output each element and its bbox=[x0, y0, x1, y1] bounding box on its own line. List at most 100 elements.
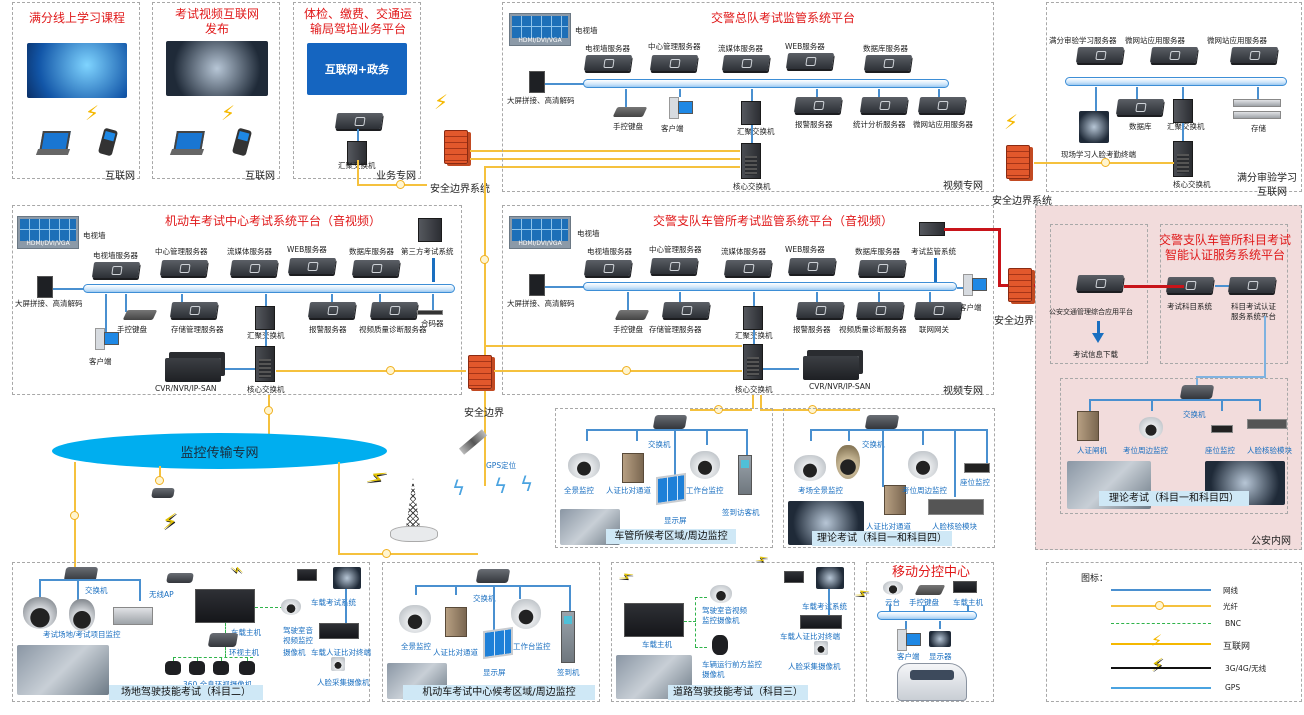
center-network-bus bbox=[83, 284, 455, 293]
statistics-server-icon bbox=[859, 97, 909, 113]
client-pc-icon bbox=[897, 629, 921, 651]
vehicle-system-label: 车载考试系统 bbox=[802, 602, 847, 611]
server-label: 电视墙服务器 bbox=[587, 247, 632, 256]
mobile-phone-icon bbox=[231, 127, 253, 157]
client-pc-icon bbox=[963, 274, 987, 296]
field-exam-panel: 交换机 考试场地/考试项目监控 无线AP ⚡ 车载主机 驾驶室音 视频监控 摄像… bbox=[12, 562, 371, 702]
video-publish-panel: 考试视频互联网 发布 ⚡ 互联网 bbox=[152, 2, 280, 182]
id-channel-gate-icon bbox=[622, 453, 644, 483]
face-camera-label: 人脸采集摄像机 bbox=[317, 678, 370, 687]
legend-label: BNC bbox=[1225, 619, 1241, 628]
full-score-network-1: 满分审验学习 bbox=[1237, 173, 1297, 184]
gps-label: GPS定位 bbox=[486, 461, 517, 470]
legend-label: 互联网 bbox=[1223, 642, 1251, 652]
video-publish-title-1: 考试视频互联网 bbox=[174, 7, 259, 21]
switch-label: 交换机 bbox=[85, 586, 108, 595]
exam-subject-label: 考试科目系统 bbox=[1167, 302, 1212, 311]
security-boundary-label: 安全边界 bbox=[464, 408, 504, 419]
device-label: 考位周边监控 bbox=[902, 486, 947, 495]
video-network-label: 视频专网 bbox=[943, 181, 983, 192]
aggregation-switch-icon bbox=[1173, 99, 1193, 123]
client-pc-icon bbox=[95, 328, 119, 350]
device-label: 人证比对通道 bbox=[433, 648, 478, 657]
device-label: 人证比对通道 bbox=[606, 486, 651, 495]
fiber-node-icon bbox=[155, 476, 164, 485]
comprehensive-platform-box: 公安交通管理综合应用平台 考试信息下载 bbox=[1049, 224, 1148, 364]
device-label: 签到机 bbox=[557, 668, 580, 677]
client-label: 客户端 bbox=[959, 303, 982, 312]
storage-management-server-icon bbox=[661, 302, 711, 318]
vehicle-exam-unit-icon bbox=[297, 569, 317, 581]
gps-signal-icon: ϟ bbox=[520, 472, 534, 496]
fiber-node-icon bbox=[396, 180, 405, 189]
id-channel-gate-icon bbox=[445, 607, 467, 637]
cabin-camera-icon bbox=[281, 599, 301, 615]
tv-wall-caption: HDMI/DVI/VGA bbox=[26, 240, 70, 247]
device-label: 车载主机 bbox=[953, 598, 983, 607]
web-server-icon bbox=[287, 258, 337, 274]
cabin-camera-label-2: 视频监控 bbox=[283, 636, 313, 645]
vehicle-host-icon bbox=[624, 603, 684, 637]
server-label: 数据库服务器 bbox=[855, 247, 900, 256]
online-course-title: 满分线上学习课程 bbox=[28, 11, 125, 25]
dome-camera-icon bbox=[1139, 417, 1163, 439]
switch-label: 交换机 bbox=[1183, 410, 1206, 419]
switch-icon bbox=[475, 569, 511, 583]
tv-wall-caption: HDMI/DVI/VGA bbox=[518, 240, 562, 247]
fiber-node-icon bbox=[714, 405, 723, 414]
hq-platform-title: 交警总队考试监管系统平台 bbox=[710, 11, 855, 25]
auth-title-1: 交警支队车管所科目考试 bbox=[1158, 233, 1291, 247]
device-label: 全景监控 bbox=[401, 642, 431, 651]
switch-icon bbox=[864, 415, 900, 429]
device-label: 人证比对通道 bbox=[866, 522, 911, 531]
security-boundary-label: 安全边界系统 bbox=[992, 196, 1052, 207]
bidirectional-arrow-icon bbox=[934, 258, 937, 282]
check-in-kiosk-icon bbox=[738, 455, 752, 495]
aggregation-switch-icon bbox=[743, 306, 763, 330]
legend-gps-line bbox=[1111, 687, 1211, 689]
encoder-icon bbox=[417, 310, 443, 315]
fiber-node-icon bbox=[1155, 601, 1164, 610]
internet-bolt-icon: ⚡ bbox=[221, 101, 236, 125]
internet-label: 互联网 bbox=[105, 171, 135, 182]
download-arrowhead-icon bbox=[1092, 333, 1104, 343]
device-label: 全景监控 bbox=[564, 486, 594, 495]
legend-wireless-bolt-icon: ⚡ bbox=[1151, 655, 1164, 676]
branch-network-bus bbox=[583, 282, 957, 291]
server-label: 微网站应用服务器 bbox=[913, 120, 973, 129]
video-diagnosis-server-icon bbox=[855, 302, 905, 318]
fiber-node-icon bbox=[480, 255, 489, 264]
legend-internet-line bbox=[1111, 643, 1211, 645]
storage-management-server-icon bbox=[169, 302, 219, 318]
box-camera-icon bbox=[113, 607, 153, 625]
server-label: 流媒体服务器 bbox=[721, 247, 766, 256]
video-publish-title-2: 发布 bbox=[204, 22, 229, 36]
tv-wall-label: 电视墙 bbox=[577, 229, 600, 238]
database-server-icon bbox=[351, 260, 401, 276]
aggregation-switch-label: 汇聚交换机 bbox=[737, 127, 775, 136]
theory-exam-panel: 交换机 考场全景监控 人证比对通道 考位周边监控 座位监控 人脸核验模块 理论考… bbox=[783, 408, 995, 548]
exam-supervision-label: 考试监管系统 bbox=[911, 247, 956, 256]
bidirectional-arrow-icon bbox=[432, 258, 435, 282]
monitor-icon bbox=[929, 631, 951, 647]
business-title-1: 体检、缴费、交通运 bbox=[303, 7, 412, 21]
tv-wall-label: 电视墙 bbox=[83, 231, 106, 240]
waiting-area-panel: 交换机 全景监控 人证比对通道 显示屏 工作台监控 签到访客机 车管所候考区域/… bbox=[555, 408, 773, 548]
road-exam-caption: 道路驾驶技能考试（科目三） bbox=[668, 685, 808, 700]
server-label: 统计分析服务器 bbox=[853, 120, 906, 129]
full-score-panel: 满分审验学习服务器 微网站应用服务器 微网站应用服务器 现场学习人脸考勤终端 数… bbox=[1046, 2, 1302, 198]
internet-gov-banner: 互联网+政务 bbox=[307, 43, 407, 95]
storage-label: 存储 bbox=[1251, 124, 1266, 133]
device-label: 座位监控 bbox=[1205, 446, 1235, 455]
aggregation-switch-label: 汇聚交换机 bbox=[1167, 122, 1205, 131]
server-label: 微网站应用服务器 bbox=[1125, 36, 1185, 45]
core-switch-icon bbox=[743, 344, 763, 380]
legend-label: 光纤 bbox=[1223, 602, 1238, 611]
cabin-camera-label-1: 驾驶室音 bbox=[283, 626, 313, 635]
server-label: 存储管理服务器 bbox=[171, 325, 224, 334]
bullet-camera-icon bbox=[964, 463, 990, 473]
mobile-phone-icon bbox=[97, 127, 119, 157]
alarm-server-icon bbox=[793, 97, 843, 113]
switch-icon bbox=[652, 415, 688, 429]
study-server-icon bbox=[1075, 47, 1125, 63]
